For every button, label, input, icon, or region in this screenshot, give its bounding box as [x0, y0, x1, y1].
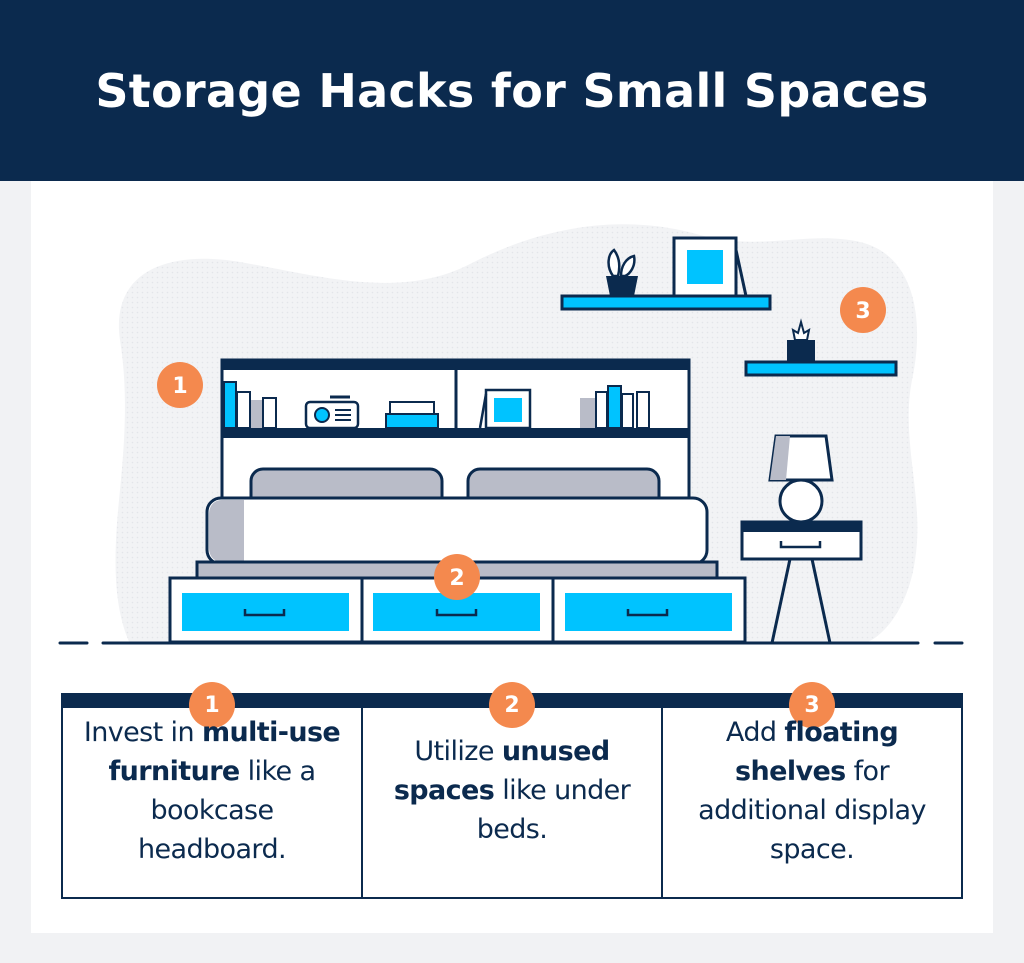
tip-2: 2 Utilize unused spaces like under beds.: [361, 682, 661, 897]
tip-1-badge: 1: [189, 682, 235, 728]
lower-floating-shelf: [744, 318, 898, 377]
tip-2-badge: 2: [489, 682, 535, 728]
marker-2-badge: 2: [434, 554, 480, 600]
tip-1: 1 Invest in multi-use furniture like a b…: [63, 682, 361, 897]
picture-frame-icon: [672, 236, 748, 298]
marker-3-badge: 3: [840, 287, 886, 333]
marker-1-badge: 1: [157, 362, 203, 408]
header-banner: Storage Hacks for Small Spaces: [0, 0, 1024, 181]
tip-3-badge: 3: [789, 682, 835, 728]
marker-3-number: 3: [855, 299, 870, 324]
potted-plant-icon: [606, 248, 638, 296]
page-title: Storage Hacks for Small Spaces: [95, 63, 929, 118]
tip-3: 3 Add floating shelves for additional di…: [661, 682, 961, 897]
books-right-icon: [580, 385, 650, 429]
tip-1-text: Invest in multi-use furniture like a boo…: [83, 716, 341, 865]
tip-2-text: Utilize unused spaces like under beds.: [393, 736, 631, 845]
under-bed-drawers: [168, 576, 747, 644]
tips-section: 1 Invest in multi-use furniture like a b…: [61, 682, 963, 901]
trinket-icon: [787, 318, 815, 362]
mattress: [205, 496, 709, 566]
books-left-icon: [223, 381, 277, 429]
marker-1-number: 1: [172, 374, 187, 399]
stacked-boxes-icon: [385, 401, 439, 429]
shelf-frame-icon: [478, 388, 532, 430]
tip-3-text: Add floating shelves for additional disp…: [698, 716, 926, 865]
marker-2-number: 2: [449, 566, 464, 591]
upper-floating-shelf: [560, 236, 772, 311]
tips-box: 1 Invest in multi-use furniture like a b…: [61, 682, 963, 899]
nightstand: [740, 520, 863, 644]
radio-icon: [304, 395, 360, 430]
